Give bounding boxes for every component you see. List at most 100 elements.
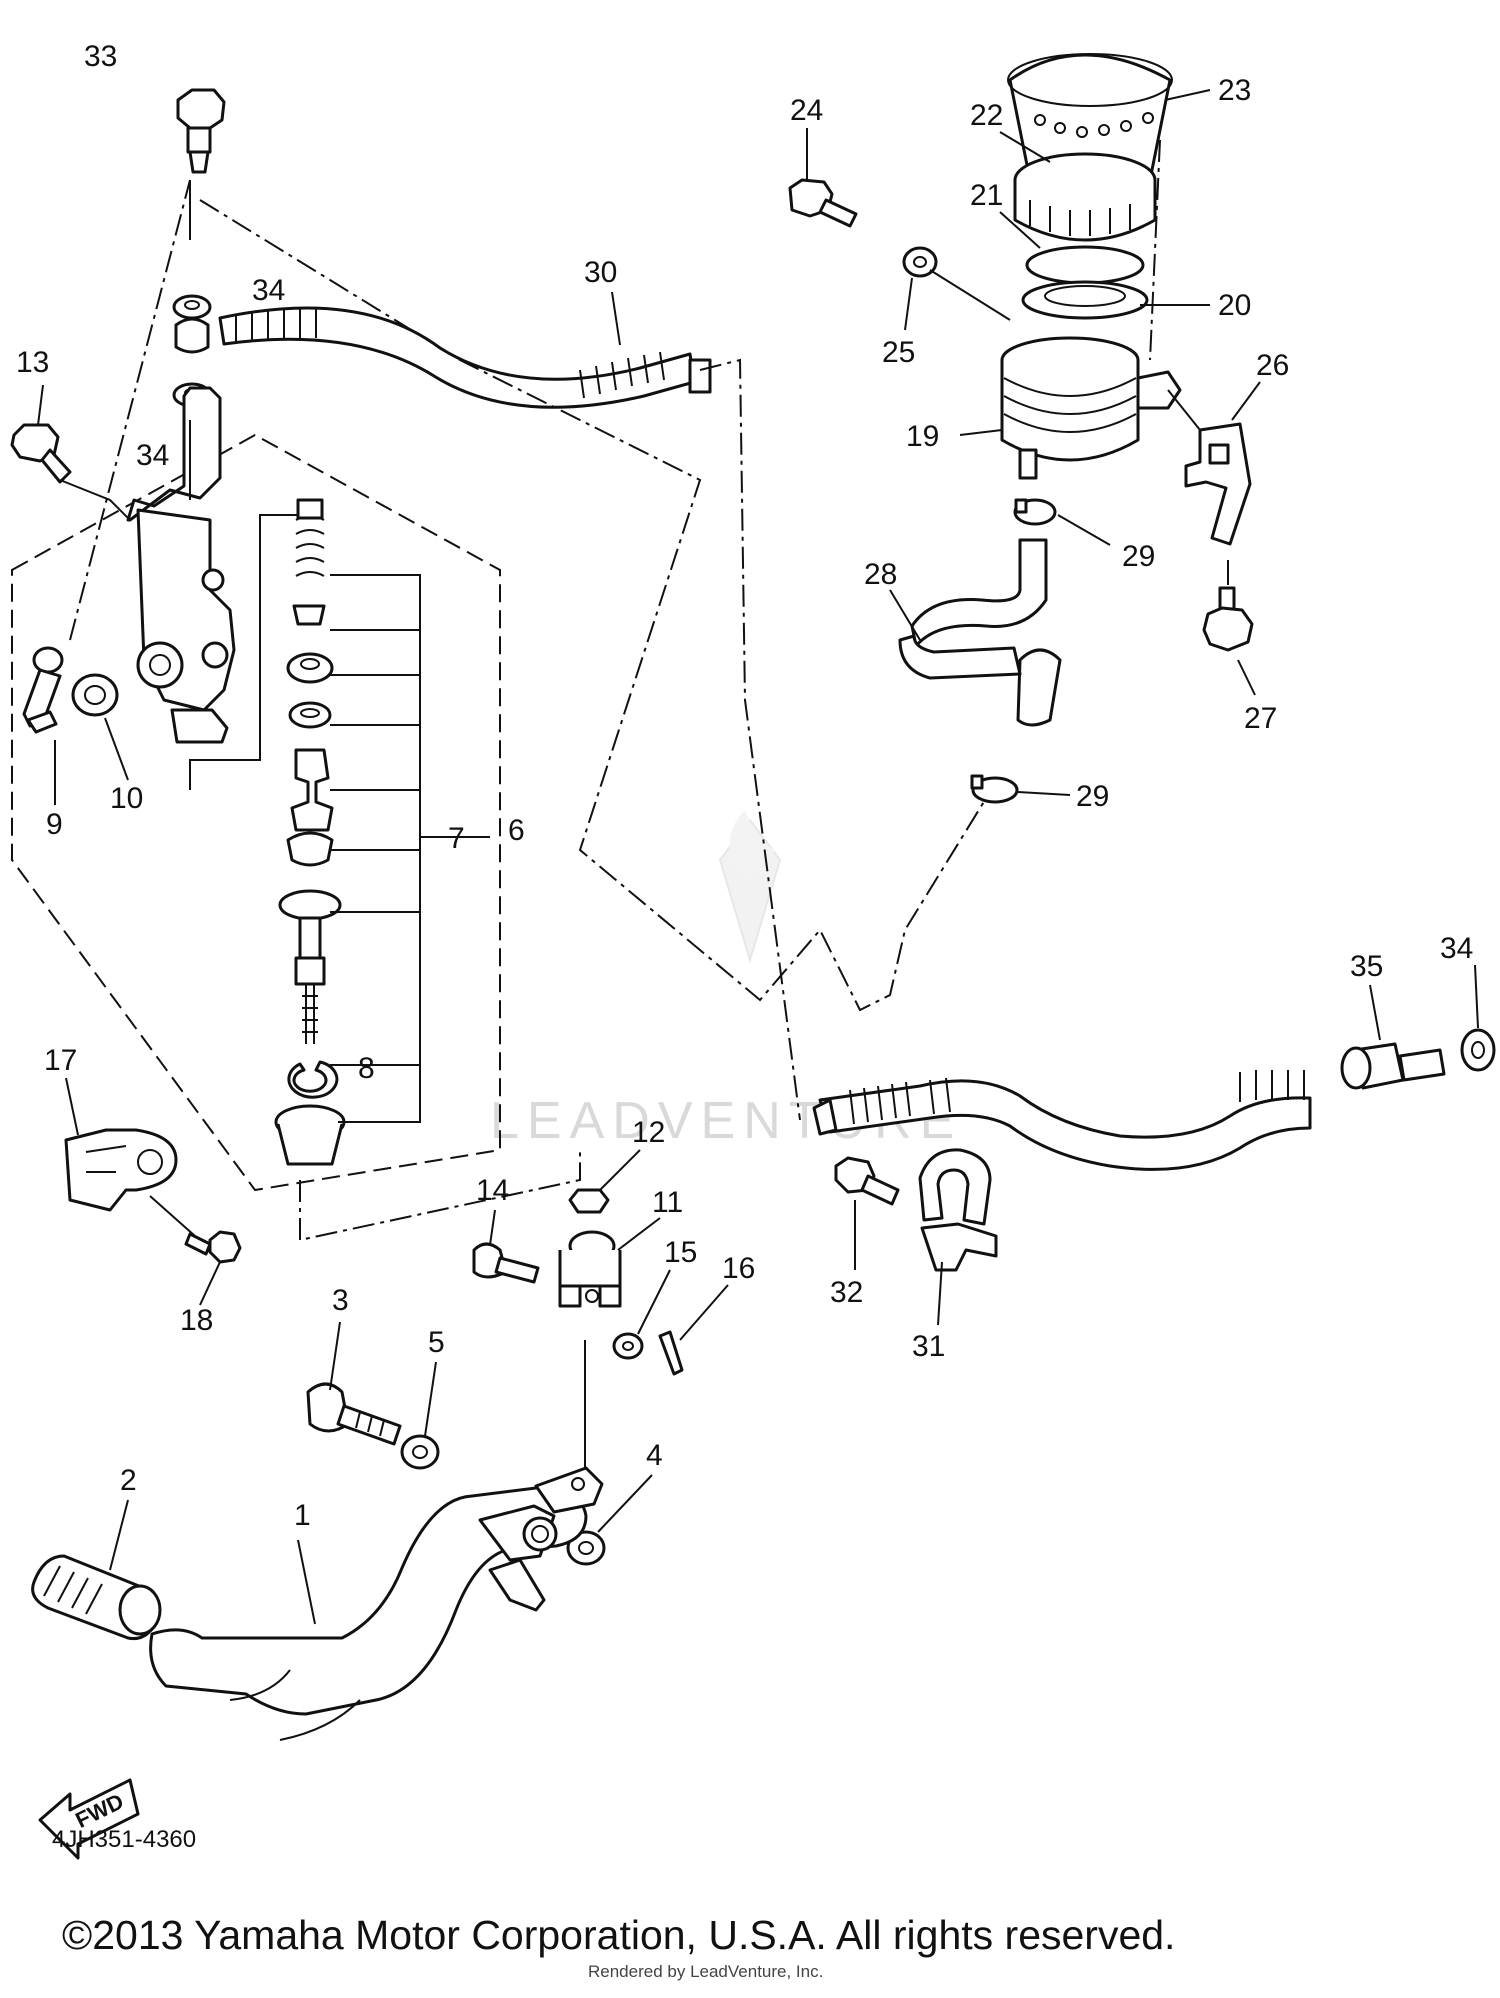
callout-28: 28 bbox=[864, 558, 897, 591]
callout-17: 17 bbox=[44, 1044, 77, 1077]
leader-26 bbox=[1231, 381, 1261, 421]
callout-24: 24 bbox=[790, 94, 823, 127]
callouts: 1 2 3 4 5 6 7 8 9 10 11 12 13 14 15 16 1… bbox=[16, 40, 1473, 1532]
callout-32: 32 bbox=[830, 1276, 863, 1309]
clevis-11 bbox=[558, 1230, 622, 1308]
diaphragm-21 bbox=[1025, 245, 1145, 285]
leader-35 bbox=[1369, 984, 1381, 1041]
leader-5 bbox=[424, 1361, 437, 1437]
callout-19: 19 bbox=[906, 420, 939, 453]
leader-13b bbox=[59, 479, 131, 521]
leader-23 bbox=[1164, 89, 1211, 101]
leader-12 bbox=[599, 1149, 641, 1191]
leader-15 bbox=[637, 1269, 671, 1335]
callout-21: 21 bbox=[970, 179, 1003, 212]
pin-14 bbox=[472, 1242, 540, 1284]
hose-clamp-31 bbox=[918, 1148, 998, 1272]
centerline-hose bbox=[199, 199, 986, 1012]
washer-15 bbox=[612, 1332, 644, 1360]
seal-small bbox=[292, 604, 326, 626]
leader-3 bbox=[329, 1321, 341, 1391]
bracket-26 bbox=[1184, 422, 1252, 546]
washer-internal bbox=[288, 701, 332, 729]
cap-10 bbox=[71, 673, 119, 717]
leader-25 bbox=[904, 277, 913, 331]
washer-5 bbox=[400, 1434, 440, 1470]
leader-16 bbox=[679, 1284, 729, 1341]
callout-22: 22 bbox=[970, 99, 1003, 132]
banjo-fitting bbox=[174, 317, 210, 354]
leader-30 bbox=[611, 291, 621, 346]
leader-27 bbox=[1237, 659, 1256, 696]
callout-25: 25 bbox=[882, 336, 915, 369]
master-cylinder-body bbox=[126, 386, 236, 744]
callout-4: 4 bbox=[646, 1439, 663, 1472]
centerline-bolt bbox=[69, 179, 191, 641]
callout-6: 6 bbox=[508, 814, 525, 847]
callout-20: 20 bbox=[1218, 289, 1251, 322]
leader-13 bbox=[37, 384, 44, 426]
copyright-notice: ©2013 Yamaha Motor Corporation, U.S.A. A… bbox=[62, 1912, 1176, 1958]
hose-30 bbox=[218, 306, 712, 409]
leader-4 bbox=[597, 1474, 653, 1533]
callout-15: 15 bbox=[664, 1236, 697, 1269]
leader-28 bbox=[889, 589, 921, 641]
rendered-by-note: Rendered by LeadVenture, Inc. bbox=[588, 1962, 824, 1981]
leader-18 bbox=[199, 1261, 221, 1306]
callout-10: 10 bbox=[110, 782, 143, 815]
brake-hose-rear bbox=[812, 1070, 1312, 1171]
callout-8: 8 bbox=[358, 1052, 375, 1085]
cup-primary bbox=[286, 652, 334, 684]
callout-34-right: 34 bbox=[1440, 932, 1473, 965]
bolt-33 bbox=[176, 88, 226, 174]
pedal-grip-2 bbox=[31, 1554, 162, 1641]
leader-34-right bbox=[1474, 964, 1479, 1029]
leader-29a bbox=[1057, 514, 1111, 546]
callout-33: 33 bbox=[84, 40, 117, 73]
callout-29-lower: 29 bbox=[1076, 780, 1109, 813]
assembly-outline-6 bbox=[11, 433, 501, 1192]
leader-17 bbox=[65, 1077, 79, 1136]
callout-35: 35 bbox=[1350, 950, 1383, 983]
callout-27: 27 bbox=[1244, 702, 1277, 735]
watermark-logo bbox=[718, 810, 782, 964]
bracket-17 bbox=[64, 1128, 178, 1212]
leader-19 bbox=[959, 429, 1003, 436]
grommet-25 bbox=[902, 246, 938, 278]
washer-34-right bbox=[1460, 1028, 1496, 1072]
bolt-32 bbox=[834, 1156, 900, 1206]
cap-22 bbox=[1013, 152, 1157, 242]
callout-31: 31 bbox=[912, 1330, 945, 1363]
callout-3: 3 bbox=[332, 1284, 349, 1317]
callout-7: 7 bbox=[448, 822, 465, 855]
pivot-bolt-3 bbox=[306, 1382, 402, 1446]
leader-reservoir-bracket bbox=[1167, 389, 1201, 431]
callout-11: 11 bbox=[652, 1186, 683, 1219]
centerline-hose-right bbox=[699, 358, 801, 1121]
leader-18-up bbox=[149, 1195, 196, 1237]
leader-11 bbox=[617, 1217, 661, 1251]
callout-14: 14 bbox=[476, 1174, 509, 1207]
diagram-code: 4JH351-4360 bbox=[52, 1826, 197, 1853]
centerline-cap bbox=[1149, 139, 1161, 361]
leader-21 bbox=[999, 211, 1041, 249]
boot bbox=[274, 1104, 346, 1166]
callout-34-mid: 34 bbox=[136, 439, 169, 472]
leader-25b bbox=[929, 269, 1011, 321]
bolt-13 bbox=[10, 423, 72, 484]
clamp-29-lower bbox=[970, 774, 1019, 804]
leader-1 bbox=[297, 1539, 316, 1625]
leader-22 bbox=[999, 131, 1051, 163]
callout-1: 1 bbox=[294, 1499, 311, 1532]
centerline-pushrod bbox=[299, 1150, 581, 1242]
nut-12 bbox=[568, 1188, 610, 1214]
bolt-24 bbox=[788, 178, 858, 228]
clamp-29-upper bbox=[1013, 498, 1057, 526]
bracket-group bbox=[189, 514, 300, 790]
reservoir-hose-28 bbox=[898, 538, 1062, 727]
leader-10 bbox=[104, 717, 129, 781]
callout-29-upper: 29 bbox=[1122, 540, 1155, 573]
callout-2: 2 bbox=[120, 1464, 137, 1497]
callout-18: 18 bbox=[180, 1304, 213, 1337]
